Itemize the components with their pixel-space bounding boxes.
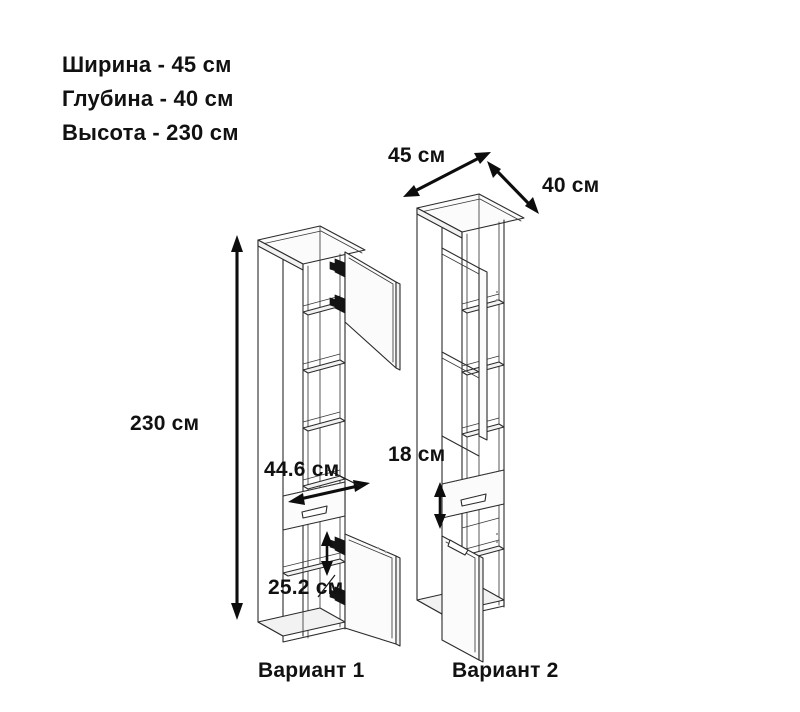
v1-upper-door-thickness (395, 281, 401, 371)
v1-hinge-icon-1 (334, 258, 346, 278)
dim-230-arrowhead-bottom (231, 603, 243, 620)
dim-arrow-height-230 (231, 235, 243, 620)
v2-upper-door[interactable] (441, 247, 488, 457)
dim-252-arrowhead-top (321, 531, 333, 546)
v1-shelf-2 (302, 359, 346, 374)
v2-upper-door-swing-top-2 (441, 253, 480, 275)
v1-hinge-icon-4-arm (329, 589, 337, 600)
dim-40-line (494, 168, 532, 207)
v2-lower-door-panel[interactable] (441, 535, 480, 661)
v2-lower-shelf-back (461, 539, 500, 551)
dim-45-arrowhead-left (403, 185, 420, 197)
v1-shelf-4-back (302, 469, 341, 481)
v2-drawer[interactable] (441, 469, 505, 519)
dim-45-line (414, 156, 480, 193)
dim-230-arrowhead-top (231, 235, 243, 252)
variant-1-cabinet (257, 225, 401, 647)
dim-18-arrowhead-top (434, 482, 446, 497)
v1-hinge-icon-3 (334, 536, 346, 556)
v1-upper-door-hinges (329, 258, 346, 314)
v1-shelf-1-back (302, 295, 341, 307)
variant-2-cabinet (416, 193, 525, 663)
dim-40-arrowhead-top (487, 161, 501, 178)
dim-446-arrowhead-right (353, 480, 370, 492)
v1-upper-door-inner-edge (348, 257, 394, 363)
v1-lower-door-panel[interactable] (344, 533, 397, 645)
dim-446-arrowhead-left (288, 493, 305, 505)
dim-arrow-inner-width (288, 469, 370, 505)
dim-252-leader (317, 574, 336, 598)
label-height-230: 230 см (130, 412, 200, 435)
label-width-45: 45 см (388, 144, 446, 167)
v1-lower-door[interactable] (344, 533, 401, 647)
v2-lower-shelf-back-2 (461, 517, 500, 529)
dim-45-arrowhead-right (474, 152, 491, 164)
v1-shelf-3-back (302, 411, 341, 423)
v2-upper-door-swing-mid-2 (441, 357, 480, 379)
dim-arrow-width-45 (403, 152, 491, 197)
v2-upper-door-swing-bottom (441, 435, 480, 457)
v1-lower-shelf (282, 558, 346, 577)
label-inner-width: 44.6 см (264, 458, 340, 481)
v2-peg-dot-3 (495, 290, 499, 294)
v2-lower-door-handle[interactable] (447, 539, 469, 556)
v2-lower-door-thickness (478, 555, 484, 663)
v1-drawer-handle[interactable] (301, 505, 328, 519)
v2-upper-door-swing-top (441, 247, 480, 269)
v1-upper-door[interactable] (344, 251, 401, 371)
v1-shelf-3 (302, 417, 346, 432)
dim-40-arrowhead-bottom (525, 197, 539, 214)
spec-depth: Глубина - 40 см (62, 86, 234, 111)
v1-upper-door-panel[interactable] (344, 251, 397, 369)
dim-252-arrowhead-bottom (321, 561, 333, 576)
v2-left-side-panel (416, 207, 443, 615)
v2-upper-door-panel[interactable] (478, 267, 488, 441)
v2-peg-dot-2 (495, 540, 499, 544)
v2-drawer-top-edge (441, 469, 505, 485)
v2-top-board-edge (420, 198, 522, 222)
v2-upper-door-swing-mid (441, 351, 480, 373)
v1-drawer[interactable] (282, 481, 346, 531)
v2-lower-door[interactable] (441, 535, 484, 663)
specification-list: Ширина - 45 см Глубина - 40 см Высота - … (62, 48, 382, 150)
label-depth-40: 40 см (542, 174, 600, 197)
v1-lower-door-dot-1 (376, 546, 380, 550)
dim-446-line (299, 484, 359, 501)
spec-height: Высота - 230 см (62, 120, 239, 145)
label-drawer-height: 18 см (388, 443, 446, 466)
caption-variant-1: Вариант 1 (258, 659, 365, 682)
v1-lower-shelf-back (282, 552, 341, 568)
v2-peg-dot-4 (495, 298, 499, 302)
label-lower-compartment: 25.2 см (268, 576, 344, 599)
spec-width: Ширина - 45 см (62, 52, 232, 77)
v1-hinge-icon-1-arm (329, 261, 337, 272)
v1-drawer-top-edge (282, 481, 346, 497)
dim-446-leader (327, 469, 363, 488)
v1-lower-door-hinges (329, 536, 346, 606)
dim-arrow-depth-40 (487, 161, 539, 214)
v1-lower-door-dot-2 (384, 550, 388, 554)
v1-top-board-edge (261, 230, 363, 254)
v2-peg-dot-1 (495, 532, 499, 536)
v1-lower-door-thickness (395, 555, 401, 647)
v2-drawer-handle[interactable] (460, 493, 487, 507)
v1-shelf-2-back (302, 353, 341, 365)
dim-arrow-lower-compartment (317, 531, 336, 598)
dim-arrow-drawer-height (434, 482, 446, 529)
v1-hinge-icon-2-arm (329, 297, 337, 308)
dim-18-arrowhead-bottom (434, 514, 446, 529)
v1-lower-door-inner-edge (348, 539, 393, 639)
v1-hinge-icon-2 (334, 294, 346, 314)
caption-variant-2: Вариант 2 (452, 659, 559, 682)
